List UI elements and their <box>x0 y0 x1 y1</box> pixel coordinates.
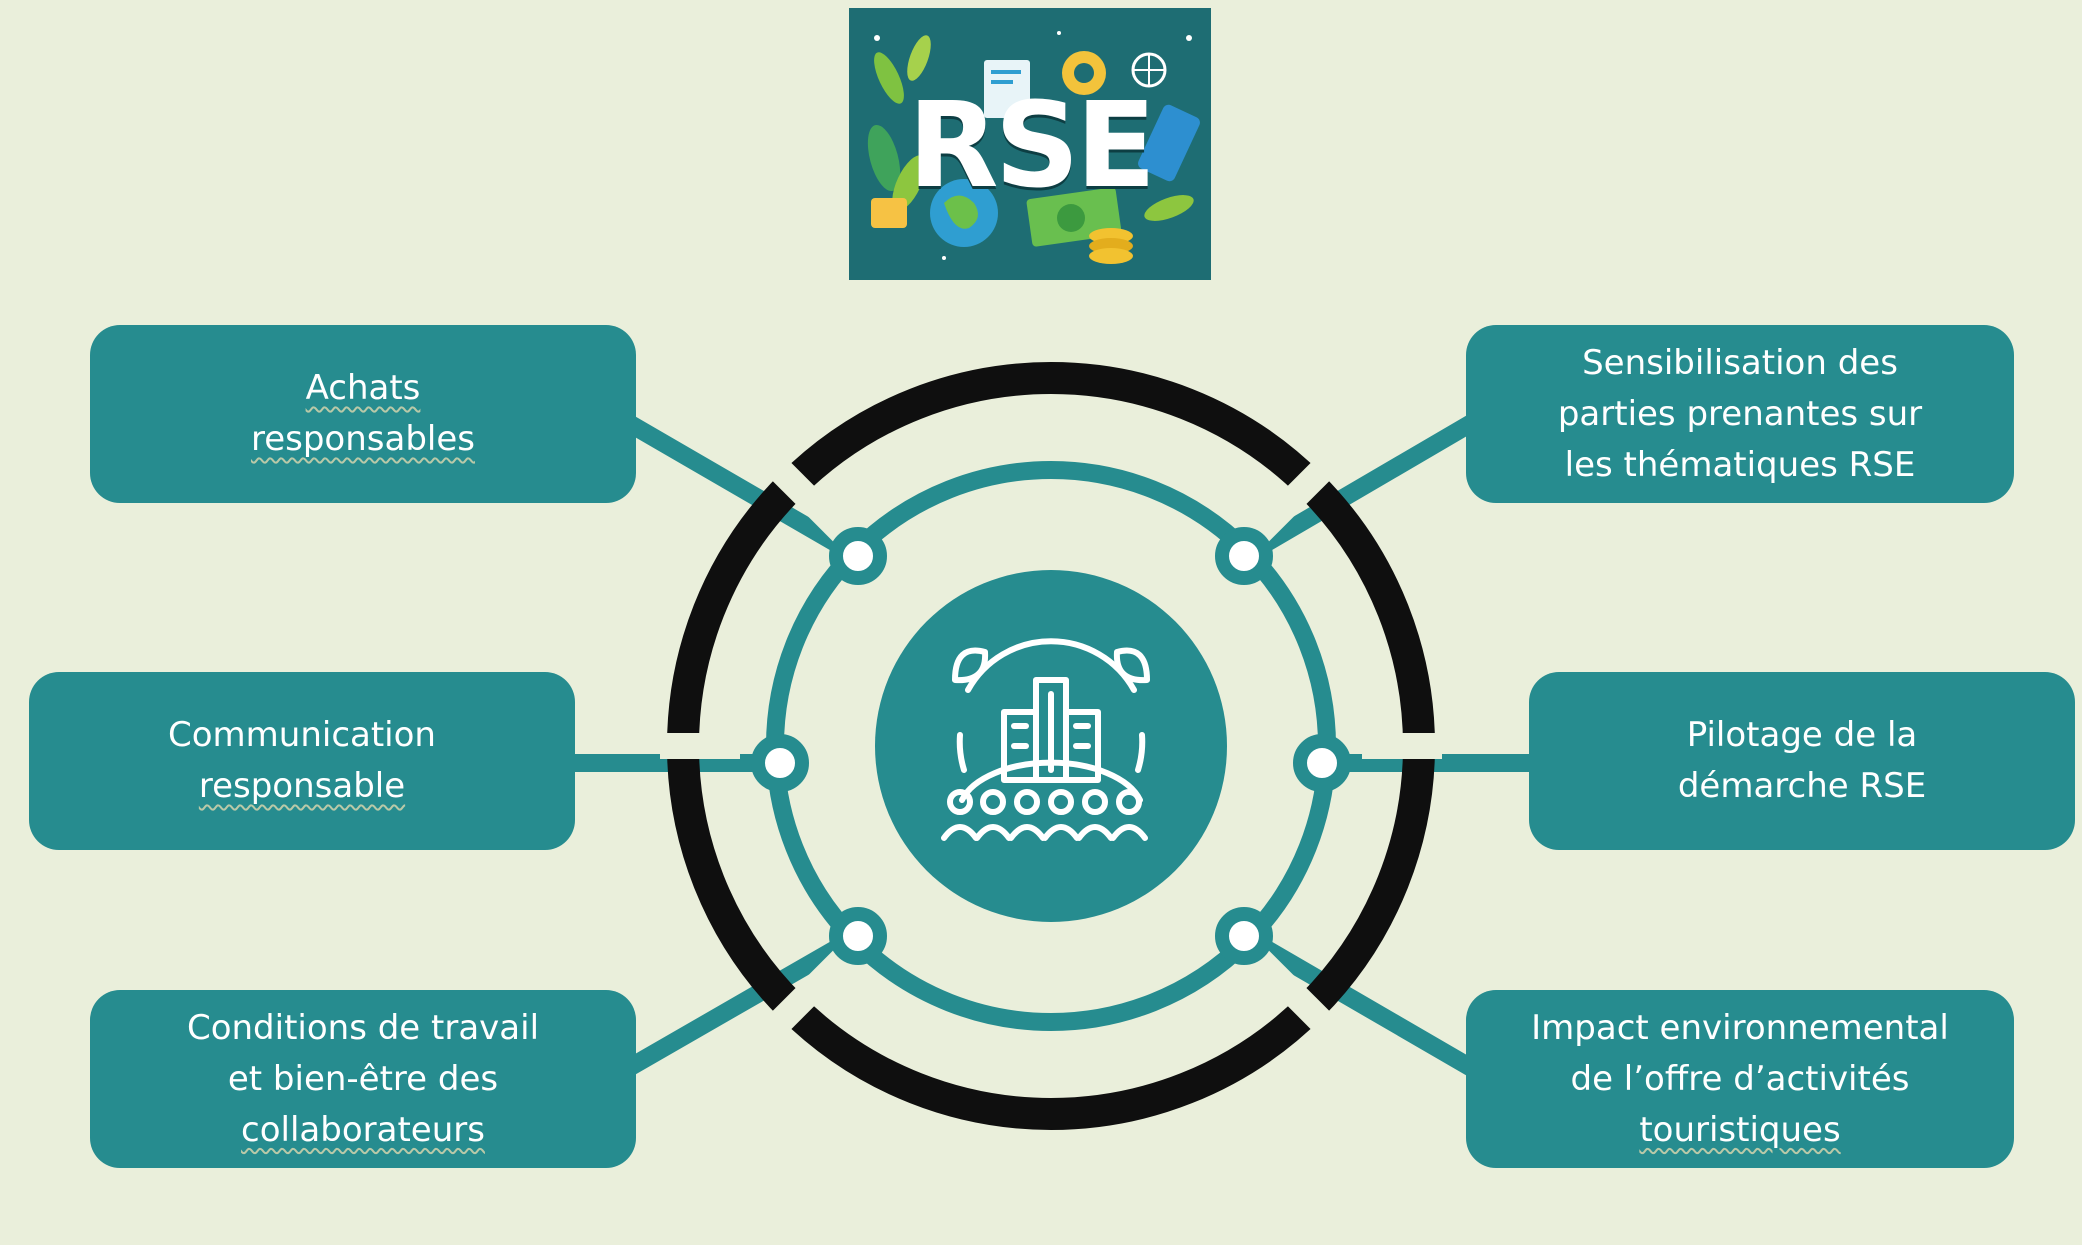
node-bottom-right <box>1215 907 1273 965</box>
node-text-line: responsables <box>250 419 475 459</box>
node-text-line: et bien-être des <box>227 1058 499 1099</box>
rse-logo-illustration <box>867 31 1200 264</box>
rse-logo-text: RSE <box>907 76 1156 214</box>
connector-top-left <box>611 409 867 565</box>
node-text-line: Conditions de travail <box>186 1007 540 1048</box>
node-box-achats-responsables: Achats responsables <box>90 325 636 503</box>
node-text-line: Communication <box>168 715 436 755</box>
node-top-right <box>1215 527 1273 585</box>
node-middle-left <box>751 734 809 792</box>
node-text-line: Achats <box>305 368 421 408</box>
connector-top-right <box>1235 409 1489 565</box>
node-box-pilotage: Pilotage de la démarche RSE <box>1529 672 2075 850</box>
node-text-line: responsable <box>198 766 406 806</box>
node-middle-right <box>1293 734 1351 792</box>
node-text-line: Sensibilisation des <box>1582 342 1898 383</box>
node-text-line: parties prenantes sur <box>1557 393 1923 434</box>
node-box-sensibilisation: Sensibilisation des parties prenantes su… <box>1466 325 2014 503</box>
node-text-line: les thématiques RSE <box>1564 444 1916 485</box>
connector-bottom-right <box>1235 927 1489 1082</box>
connector-bottom-left <box>611 927 867 1082</box>
node-text-line: collaborateurs <box>241 1109 485 1150</box>
outer-ring-gaps <box>660 460 1442 1032</box>
node-box-conditions-de-travail: Conditions de travail et bien-être des c… <box>90 990 636 1168</box>
connector-lines <box>561 409 1549 1082</box>
eco-city-community-icon <box>941 638 1150 841</box>
node-bottom-left <box>829 907 887 965</box>
node-box-impact-environnemental: Impact environnemental de l’offre d’acti… <box>1466 990 2014 1168</box>
node-text-line: touristiques <box>1639 1109 1841 1150</box>
node-text-line: de l’offre d’activités <box>1570 1058 1910 1099</box>
rse-logo: RSE <box>849 8 1211 280</box>
connector-nodes <box>751 527 1351 965</box>
node-text-line: Impact environnemental <box>1531 1007 1949 1048</box>
node-text-line: Pilotage de la <box>1686 715 1918 755</box>
node-top-left <box>829 527 887 585</box>
node-box-communication-responsable: Communication responsable <box>29 672 575 850</box>
node-text-line: démarche RSE <box>1677 766 1927 806</box>
